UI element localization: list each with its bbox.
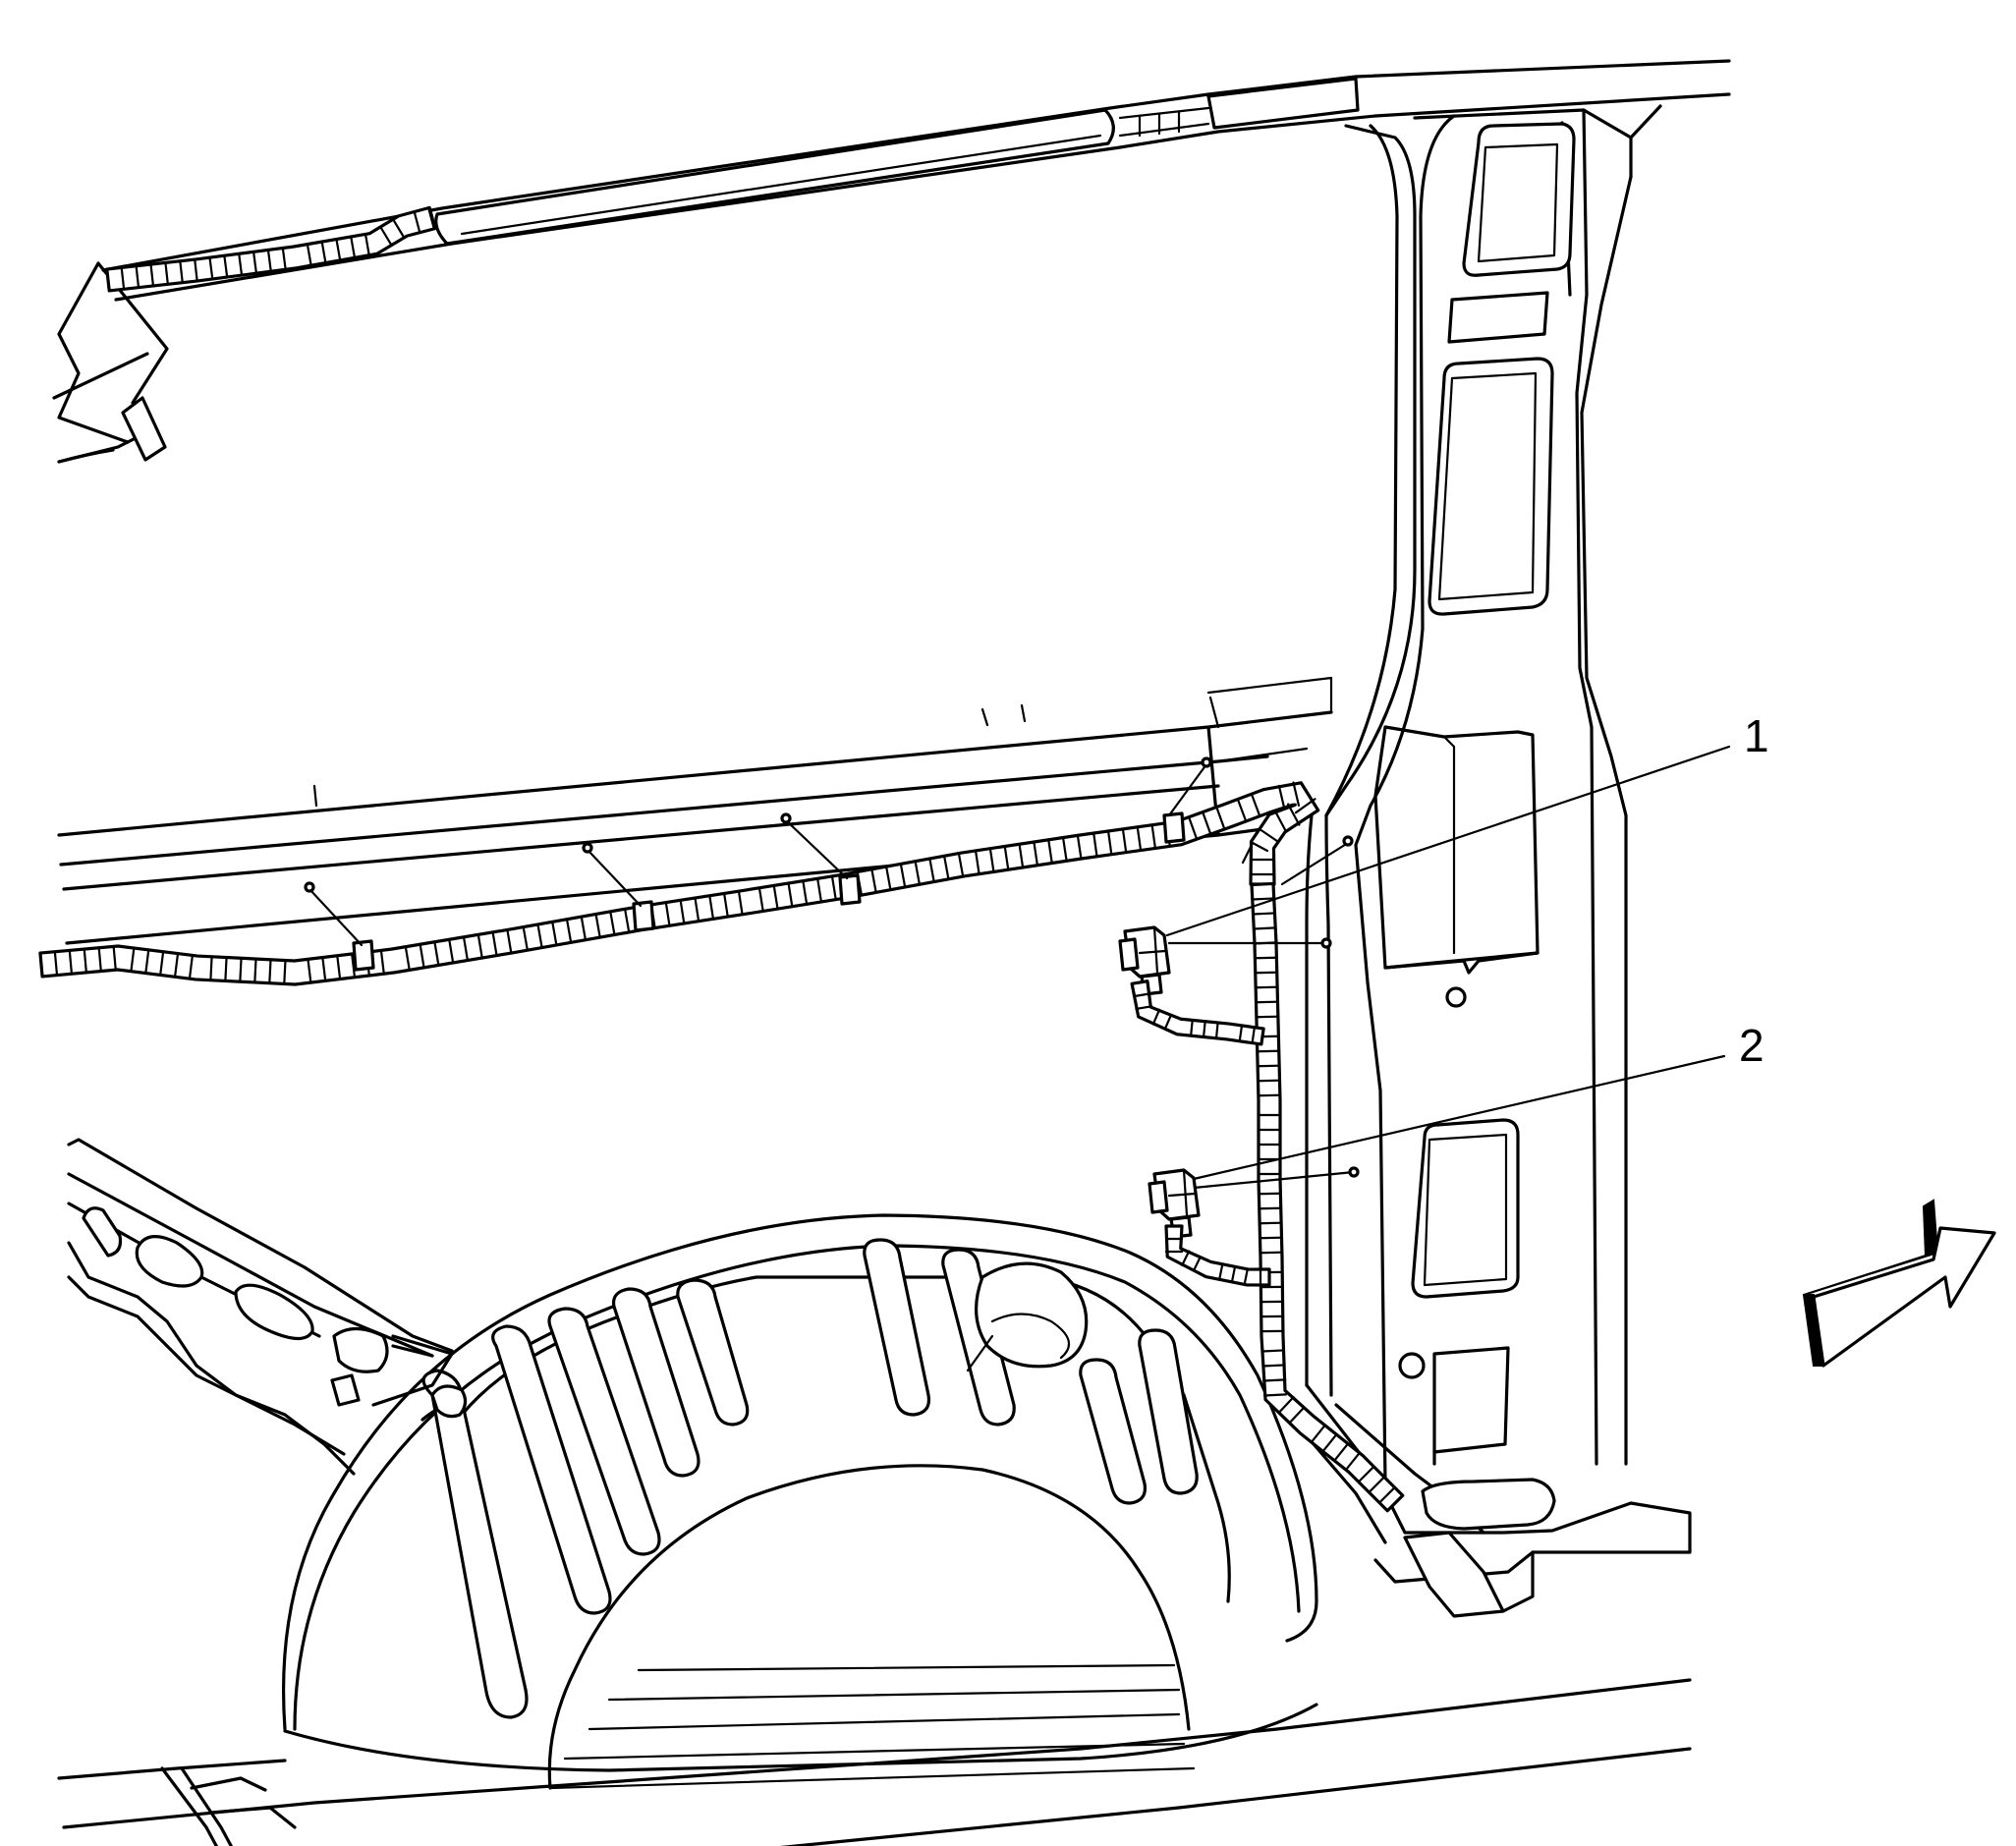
floor-panel (57, 1383, 1692, 1846)
connector-pigtails (1130, 979, 1271, 1287)
callout-1-leader (1165, 745, 1731, 937)
fastener-pins (304, 756, 1360, 1191)
harness-clips (352, 811, 1269, 972)
roof-harness (105, 205, 437, 293)
pillar-harness (1250, 881, 1405, 1513)
roof-rail (101, 59, 1731, 302)
callout-2-label: 2 (1739, 1020, 1764, 1071)
floor-rail-left (67, 1138, 454, 1476)
b-pillar (1305, 104, 1662, 1485)
callout-1: 1 (1165, 710, 1769, 937)
connector-2 (1148, 1168, 1201, 1239)
front-corner-bracket (52, 261, 169, 464)
wheel-housing (281, 1213, 1318, 1790)
callout-2: 2 (1192, 1020, 1764, 1181)
callout-2-leader (1192, 1054, 1726, 1181)
front-direction-arrow-icon (1802, 1199, 1996, 1368)
callout-1-label: 1 (1744, 710, 1769, 761)
